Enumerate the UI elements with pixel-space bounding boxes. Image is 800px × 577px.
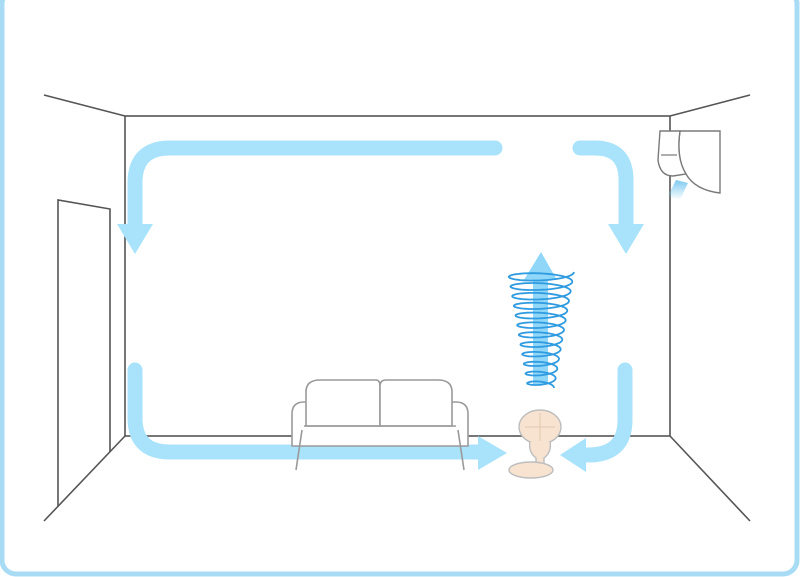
arrowhead-down-left xyxy=(117,224,153,254)
vortex-spiral xyxy=(507,271,575,389)
ceiling-edge-right xyxy=(669,94,751,117)
air-conditioner-icon xyxy=(657,130,721,200)
arrowhead-left-floor xyxy=(560,438,586,472)
ac-outlet-airflow xyxy=(668,180,688,200)
airflow-arrowheads xyxy=(117,224,644,472)
airflow-arrow-bottom-left xyxy=(127,362,490,460)
sofa-icon xyxy=(291,379,469,471)
floor-edge-left xyxy=(43,435,126,522)
airflow-arrow-bottom-right xyxy=(574,362,633,463)
arrowhead-down-right xyxy=(608,224,644,254)
airflow-arrow-top-left xyxy=(127,140,503,233)
vortex-arrowhead xyxy=(524,252,557,280)
door-icon xyxy=(57,199,111,506)
floor-edge-right xyxy=(669,435,751,522)
airflow-arrows xyxy=(127,140,634,463)
airflow-arrow-top-right xyxy=(572,140,634,236)
vortex-airflow xyxy=(507,252,575,389)
arrowhead-right-floor xyxy=(478,436,507,470)
circulator-fan-icon xyxy=(508,409,562,479)
ceiling-edge-left xyxy=(43,94,126,117)
